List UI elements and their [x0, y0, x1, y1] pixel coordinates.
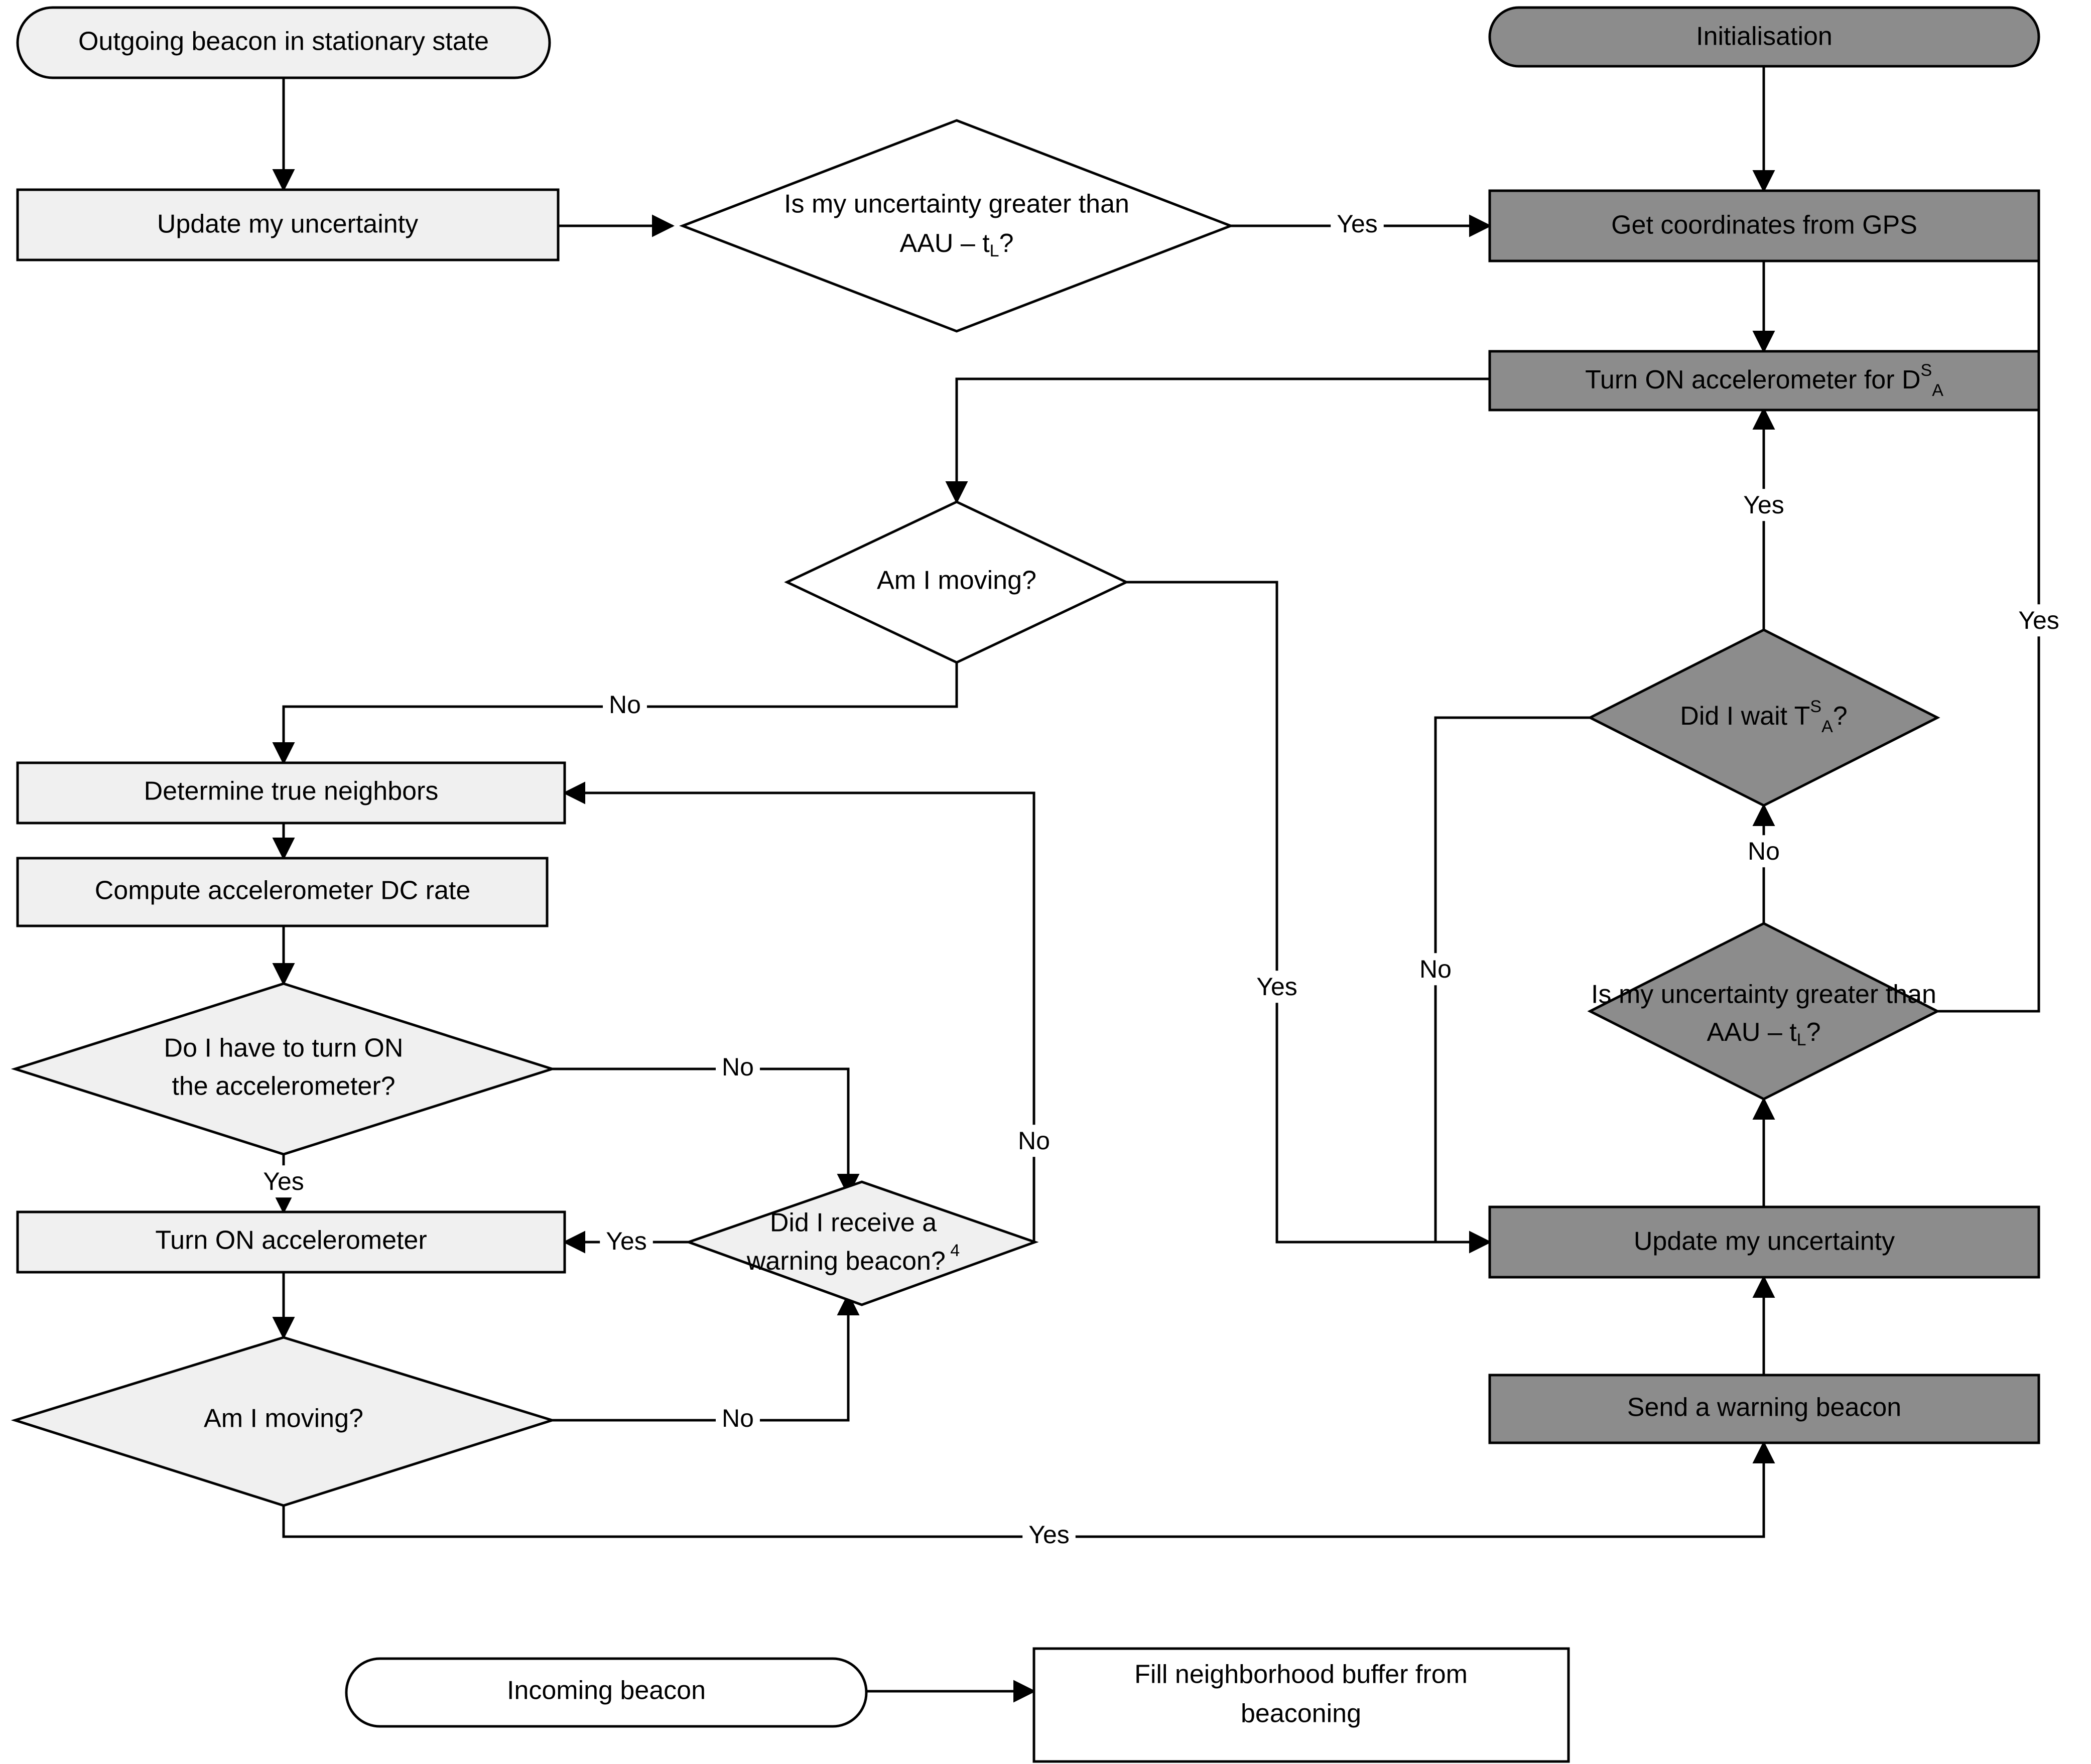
edge-label-backdrop	[257, 1165, 310, 1198]
edge-ammoving-top-yes-to-update-r	[1126, 581, 1441, 1244]
node-warning-beacon-question[interactable]: Did I receive a warning beacon? 4	[685, 1180, 1039, 1306]
node-incoming-beacon[interactable]: Incoming beacon	[345, 1657, 868, 1728]
edge-label-backdrop	[1737, 489, 1790, 521]
node-label-uncert-right-line2: AAU – tL?	[1707, 1018, 1820, 1049]
edge-label-backdrop	[2012, 604, 2065, 637]
edge-label-backdrop	[1012, 1125, 1056, 1157]
edge-label-warningq-yes: Yes	[606, 1227, 647, 1255]
node-label-turnonq-line1: Do I have to turn ON	[164, 1034, 404, 1063]
node-label-turnonq-line2: the accelerometer?	[172, 1072, 395, 1101]
edge-label-uncert-right-yes: Yes	[2018, 606, 2059, 634]
node-label-uncert-left-line1: Is my uncertainty greater than	[784, 190, 1129, 219]
edge-label-turnonq-no: No	[722, 1053, 754, 1081]
edge-label-uncert-left-yes: Yes	[1337, 210, 1378, 238]
node-update-uncertainty-left[interactable]: Update my uncertainty	[16, 188, 560, 261]
edge-turnonq-no-to-warningq	[552, 1067, 860, 1197]
edge-label-backdrop	[603, 689, 647, 721]
node-label-update-uncertainty-right: Update my uncertainty	[1634, 1227, 1895, 1256]
node-label-outgoing-beacon: Outgoing beacon in stationary state	[78, 27, 489, 56]
edge-label-backdrop	[600, 1225, 653, 1258]
edge-didwait-no-to-update-r	[1434, 716, 1590, 1254]
node-turn-on-question[interactable]: Do I have to turn ON the accelerometer?	[11, 982, 557, 1156]
node-initialisation[interactable]: Initialisation	[1488, 6, 2040, 68]
edge-label-warningq-no: No	[1018, 1127, 1050, 1155]
node-label-am-i-moving-bottom: Am I moving?	[204, 1404, 363, 1433]
node-label-warningq-line1: Did I receive a	[770, 1208, 937, 1238]
edge-label-didwait-no: No	[1748, 837, 1780, 865]
node-turn-on-accelerometer-for-d[interactable]: Turn ON accelerometer for DSA	[1488, 350, 2040, 412]
edge-label-backdrop	[1413, 953, 1458, 986]
node-label-uncert-right-line1: Is my uncertainty greater than	[1591, 980, 1936, 1009]
edge-label-ammoving-top-no: No	[609, 691, 641, 719]
edge-warningq-no-to-determine	[562, 781, 1035, 1242]
edge-label-ammoving-bot-yes: Yes	[1028, 1521, 1070, 1549]
edge-label-backdrop	[1250, 971, 1303, 1003]
node-uncertainty-decision-right[interactable]: Is my uncertainty greater than AAU – tL?	[1587, 922, 1940, 1101]
edge-label-backdrop	[716, 1051, 760, 1083]
node-uncertainty-decision-left[interactable]: Is my uncertainty greater than AAU – tL?	[679, 119, 1234, 333]
node-send-warning-beacon[interactable]: Send a warning beacon	[1488, 1374, 2040, 1444]
node-am-i-moving-bottom[interactable]: Am I moving?	[11, 1336, 557, 1507]
edge-label-backdrop	[1742, 835, 1786, 868]
edge-ammoving-bot-no-to-warningq	[552, 1292, 860, 1422]
edge-label-uncert-right-no: No	[1419, 955, 1452, 983]
edge-labels: Yes Yes No Yes No No Yes No Yes Yes No N…	[263, 210, 2059, 1549]
node-label-fill-buffer-line2: beaconing	[1241, 1699, 1361, 1728]
node-label-did-i-wait: Did I wait TSA?	[1680, 697, 1847, 736]
node-get-gps[interactable]: Get coordinates from GPS	[1488, 189, 2040, 262]
node-label-am-i-moving-top: Am I moving?	[877, 566, 1036, 595]
edge-label-turnonq-yes: Yes	[263, 1167, 304, 1195]
node-fill-neighborhood-buffer[interactable]: Fill neighborhood buffer from beaconing	[1032, 1647, 1570, 1763]
node-label-turn-on-accel: Turn ON accelerometer	[155, 1226, 427, 1255]
node-compute-dc-rate[interactable]: Compute accelerometer DC rate	[16, 857, 549, 927]
node-label-update-uncertainty-left: Update my uncertainty	[157, 210, 418, 239]
edge-label-backdrop	[1331, 208, 1384, 240]
node-label-fill-buffer-line1: Fill neighborhood buffer from	[1134, 1660, 1468, 1689]
edge-label-didwait-yes: Yes	[1743, 491, 1784, 519]
node-label-incoming-beacon: Incoming beacon	[507, 1676, 706, 1705]
node-update-uncertainty-right[interactable]: Update my uncertainty	[1488, 1205, 2040, 1279]
node-label-send-warning: Send a warning beacon	[1627, 1393, 1901, 1422]
edge-label-backdrop	[716, 1402, 760, 1435]
node-determine-true-neighbors[interactable]: Determine true neighbors	[16, 761, 566, 825]
label-backdrops	[257, 208, 2065, 1551]
edge-turnon-d-to-ammoving	[945, 377, 1490, 504]
edge-label-ammoving-top-yes: Yes	[1256, 973, 1297, 1001]
node-outgoing-beacon[interactable]: Outgoing beacon in stationary state	[16, 6, 551, 79]
node-label-turn-on-accel-d: Turn ON accelerometer for DSA	[1585, 361, 1943, 400]
node-turn-on-accelerometer[interactable]: Turn ON accelerometer	[16, 1210, 566, 1274]
node-label-determine-neighbors: Determine true neighbors	[144, 777, 439, 806]
node-label-initialisation: Initialisation	[1696, 22, 1833, 51]
node-label-uncert-left-line2: AAU – tL?	[899, 229, 1013, 260]
node-label-get-gps: Get coordinates from GPS	[1611, 211, 1917, 240]
node-label-compute-dc-rate: Compute accelerometer DC rate	[95, 876, 471, 905]
node-label-warningq-line2: warning beacon? 4	[746, 1241, 960, 1276]
node-am-i-moving-top[interactable]: Am I moving?	[784, 500, 1129, 664]
node-did-i-wait[interactable]: Did I wait TSA?	[1587, 628, 1940, 807]
edge-label-ammoving-bot-no: No	[722, 1404, 754, 1432]
edge-label-backdrop	[1022, 1519, 1076, 1551]
